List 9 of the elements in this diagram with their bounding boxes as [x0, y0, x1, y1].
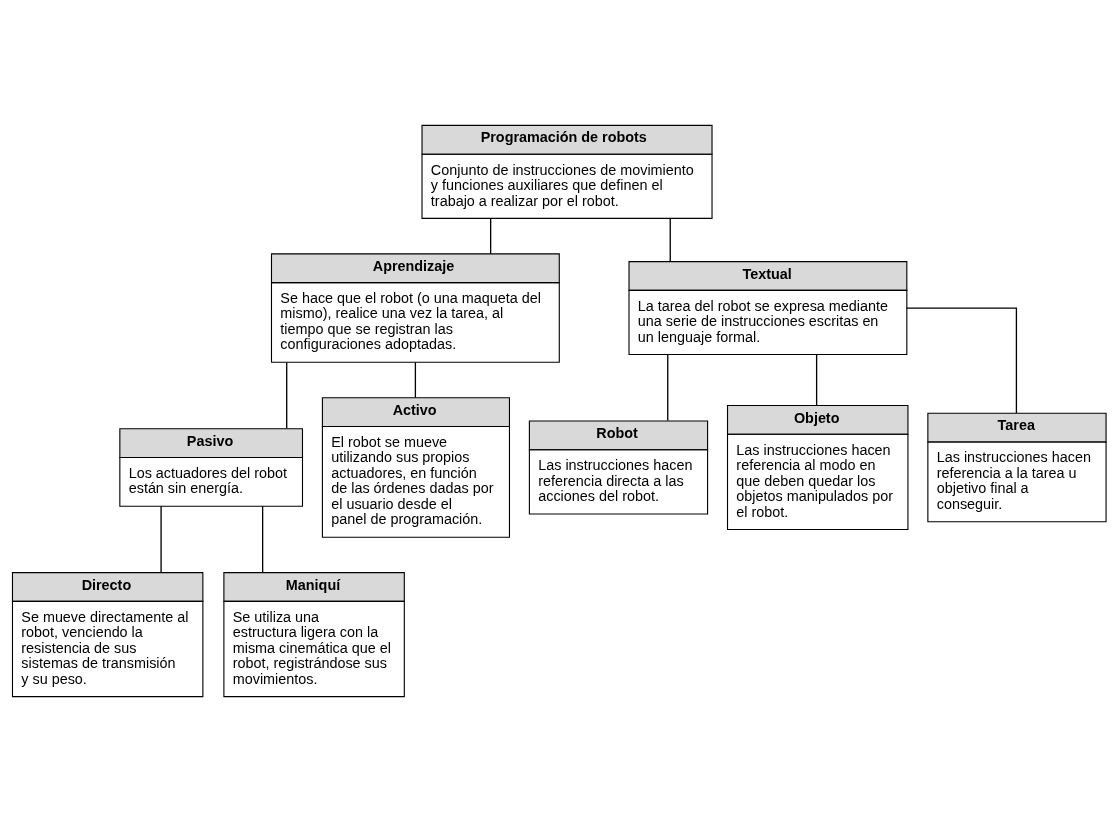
connector — [490, 217, 492, 254]
connector — [160, 505, 162, 573]
connector — [286, 361, 288, 429]
connector — [261, 505, 264, 573]
connector — [669, 217, 671, 262]
connector — [815, 353, 818, 406]
connector — [667, 353, 669, 421]
connector — [414, 361, 417, 398]
connector — [905, 306, 1018, 414]
